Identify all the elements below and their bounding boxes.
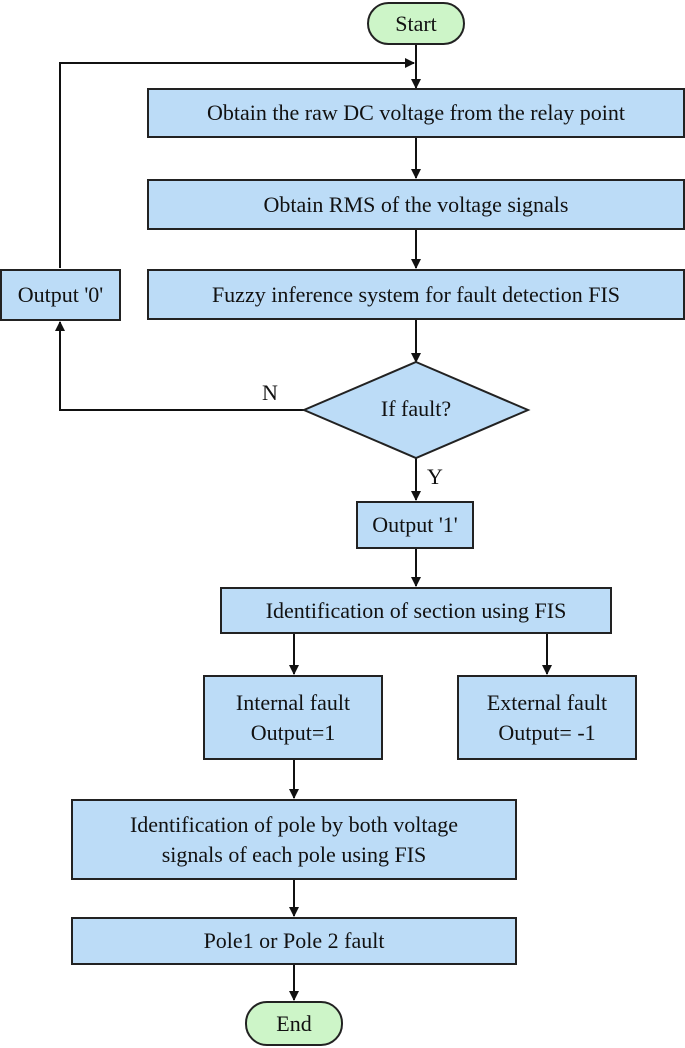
end-terminal: End (245, 1001, 343, 1046)
external-fault-line-1: External fault (486, 689, 608, 715)
output-zero-label: Output '0' (17, 282, 104, 307)
obtain-raw-voltage-label: Obtain the raw DC voltage from the relay… (207, 100, 625, 125)
identify-section-step: Identification of section using FIS (220, 587, 612, 634)
arrow-decision-no-to-output-zero (55, 321, 304, 411)
external-fault-line-2: Output= -1 (498, 719, 596, 745)
start-label: Start (395, 10, 437, 36)
obtain-rms-label: Obtain RMS of the voltage signals (263, 191, 569, 217)
internal-fault-line-1: Internal fault (235, 689, 351, 715)
branch-no-label: N (262, 380, 278, 405)
obtain-raw-voltage-step: Obtain the raw DC voltage from the relay… (147, 88, 685, 138)
identify-section-label: Identification of section using FIS (265, 597, 567, 623)
output-zero-step: Output '0' (0, 269, 121, 321)
decision-diamond (301, 360, 531, 460)
identify-pole-step: Identification of pole by both voltage s… (71, 799, 517, 880)
obtain-rms-step: Obtain RMS of the voltage signals (147, 179, 685, 230)
pole-result-step: Pole1 or Pole 2 fault (71, 917, 517, 965)
internal-fault-line-2: Output=1 (250, 719, 336, 745)
pole-result-label: Pole1 or Pole 2 fault (203, 928, 385, 953)
identify-pole-line-2: signals of each pole using FIS (161, 841, 427, 867)
start-terminal: Start (367, 2, 465, 45)
end-label: End (276, 1010, 312, 1036)
output-one-step: Output '1' (356, 501, 474, 549)
fuzzy-fis-step: Fuzzy inference system for fault detecti… (147, 269, 685, 320)
fuzzy-fis-label: Fuzzy inference system for fault detecti… (211, 281, 621, 307)
branch-yes-label: Y (427, 464, 443, 489)
decision-text: If fault? (304, 396, 528, 422)
external-fault-step: External fault Output= -1 (457, 675, 637, 760)
decision-label: If fault? (380, 396, 452, 421)
output-one-label: Output '1' (372, 512, 458, 537)
identify-pole-line-1: Identification of pole by both voltage (129, 811, 459, 837)
arrow-output-zero-loop-back (59, 58, 415, 268)
internal-fault-step: Internal fault Output=1 (203, 675, 383, 760)
